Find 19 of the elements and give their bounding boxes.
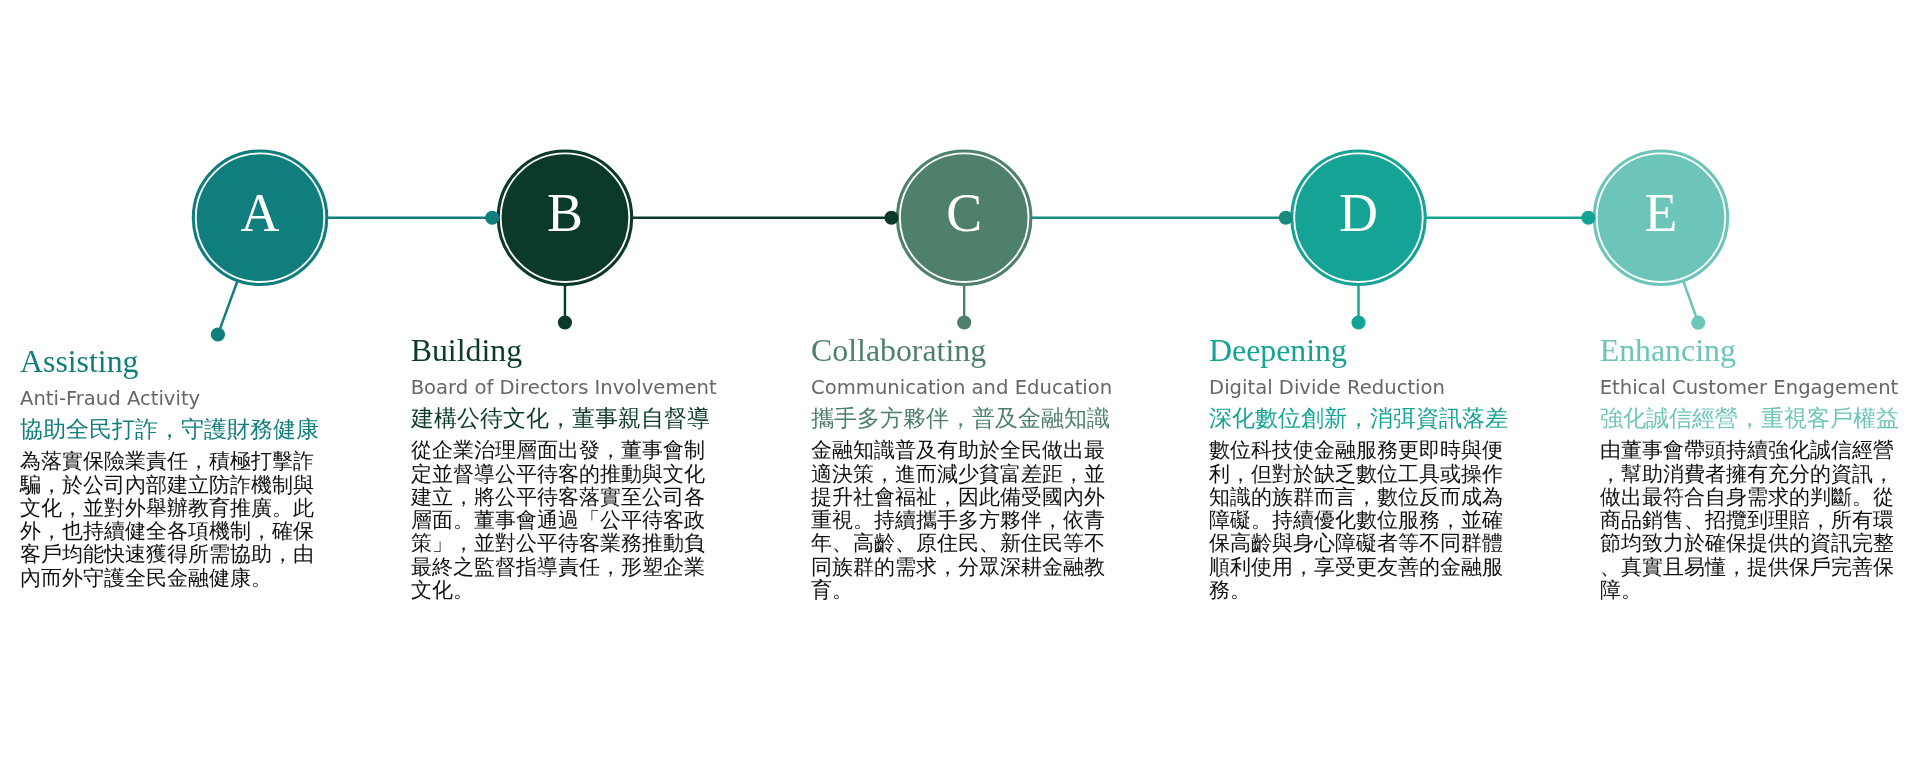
connector [210,280,239,342]
node-circle: C [895,149,1032,286]
connector [1681,280,1705,330]
connector [326,210,499,225]
node-circle: B [496,149,633,286]
node-text: Deepening Digital Divide Reduction 深化數位創新，消弭資訊落差 數位科技使金融服務更即時與便利，但對於缺乏數位工具或操作知識的族群而言，數位反而成為障礙。持續優化數位服務，並確保高齡與身心障礙者等不同群體順利使用，享受更友善的金融服務。 [1208,332,1508,602]
connector [956,284,971,330]
node-text: Enhancing Ethical Customer Engagement 強化誠信經營，重視客戶權益 由董事會帶頭持續強化誠信經營，幫助消費者擁有充分的資訊，做出最符合自身需求的判斷。從商品銷售、招攬到理賠，所有環節均致力於確保提供的資訊完整、真實且易懂，提供保戶完善保障。 [1599,332,1899,602]
node-circle: D [1289,149,1427,286]
connector [557,284,572,330]
node-text: Building Board of Directors Involvement 建構公待文化，董事親自督導 從企業治理層面出發，董事會制定並督導公平待客的推動與文化建立，將公平待客落實至公司各層面。董事會通過「公平待客政策」，並對公平待客業務推動負最終之監督指導責任，形塑企業文化。 [410,332,717,602]
connector [1030,210,1293,225]
connector [1350,284,1366,330]
node-text: Collaborating Communication and Education 攜手多方夥伴，普及金融知識 金融知識普及有助於全民做出最適決策，進而減少貧富差距，並提升社會福祉，因此備受國內外重視。持續攜手多方夥伴，依青年、高齡、原住民、新住民等不同族群的需求，分眾深耕金融教育。 [810,332,1112,602]
node-text: Assisting Anti-Fraud Activity 協助全民打詐，守護財務健康 為落實保險業責任，積極打擊詐騙，於公司內部建立防詐機制與文化，並對外舉辦教育推廣。此外，也持續健全各項機制，確保客戶均能快速獲得所需協助，由內而外守護全民金融健康。 [19,343,319,590]
node-circle: A [191,149,328,286]
node-circle: E [1592,149,1729,286]
connector [631,210,899,225]
connector [1424,210,1595,225]
